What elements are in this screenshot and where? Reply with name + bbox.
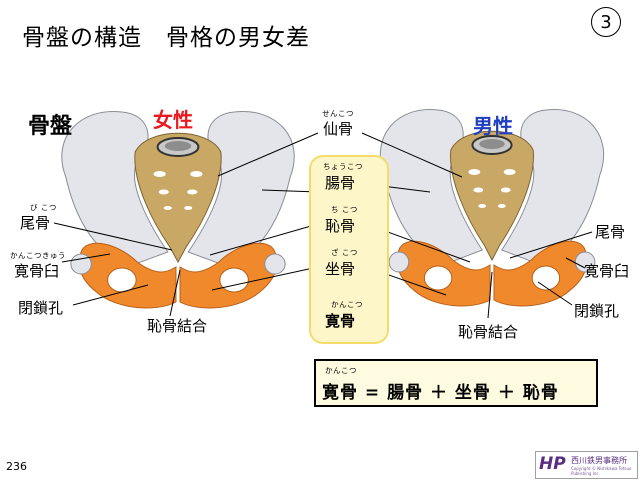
kankotsu-ruby: かんこつ — [331, 300, 363, 309]
page-number: 236 — [6, 460, 27, 473]
female-kankotsukyuu-term: 寛骨臼 — [14, 262, 60, 280]
male-bikotsu-term: 尾骨 — [595, 223, 626, 241]
logo-mark: HP — [539, 454, 566, 474]
formula-box — [314, 359, 598, 407]
page-number-badge: 3 — [591, 7, 621, 37]
senkotsu-ruby: せんこつ — [322, 109, 354, 118]
page-title: 骨盤の構造 骨格の男女差 — [22, 25, 310, 51]
choukotsu-term: 腸骨 — [325, 174, 356, 192]
male-kankotsukyuu-term: 寛骨臼 — [584, 262, 630, 280]
logo-small-text: Copyright © Nishikawa Tetsuo Publishing … — [571, 466, 632, 476]
zakotsu-term: 坐骨 — [325, 260, 356, 278]
choukotsu-ruby: ちょうこつ — [323, 162, 363, 171]
pelvis-label: 骨盤 — [28, 114, 73, 139]
female-kankotsukyuu-ruby: かんこつきゅう — [10, 251, 66, 260]
center-term-panel — [309, 155, 389, 344]
zakotsu-ruby: ざ こつ — [331, 248, 358, 257]
female-bikotsu-term: 尾骨 — [20, 214, 51, 232]
kankotsu-term: 寛骨 — [325, 312, 356, 330]
female-chikotsu-ketsugou-term: 恥骨結合 — [147, 317, 208, 335]
female-label: 女性 — [153, 108, 193, 132]
publisher-logo: HP 西川鉄男事務所 Copyright © Nishikawa Tetsuo … — [535, 451, 638, 479]
chikotsu-ruby: ち こつ — [331, 205, 358, 214]
female-heisakou-term: 閉鎖孔 — [18, 299, 64, 317]
chikotsu-term: 恥骨 — [325, 217, 356, 235]
male-label: 男性 — [473, 114, 513, 138]
formula-ruby: かんこつ — [325, 366, 357, 375]
male-heisakou-term: 閉鎖孔 — [574, 302, 620, 320]
senkotsu-term: 仙骨 — [323, 120, 354, 138]
male-chikotsu-ketsugou-term: 恥骨結合 — [458, 323, 519, 341]
logo-text: 西川鉄男事務所 — [571, 456, 627, 465]
formula-text: 寛骨 = 腸骨 ＋ 坐骨 ＋ 恥骨 — [322, 383, 559, 403]
female-bikotsu-ruby: び こつ — [30, 203, 57, 212]
